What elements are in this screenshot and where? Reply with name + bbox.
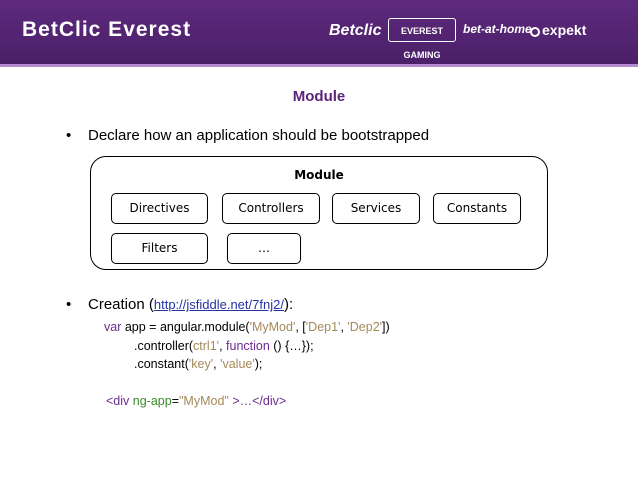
bullet-creation-prefix: Creation ( [88, 296, 154, 313]
code-text: () {…}); [269, 339, 314, 353]
chip-directives: Directives [111, 193, 208, 224]
slide-header: BetClic Everest Betclic EVEREST GAMING b… [0, 0, 638, 64]
code-text: .controller( [134, 339, 194, 353]
chip-controllers: Controllers [222, 193, 320, 224]
module-diagram-label: Module [294, 168, 344, 182]
module-diagram-box [90, 156, 548, 270]
code-tag: >…</div> [228, 394, 287, 408]
code-line-controller: .controller(ctrl1', function () {…}); [134, 339, 314, 353]
everest-gaming-logo: EVEREST GAMING [388, 18, 456, 60]
bet-at-home-logo: bet-at-home [463, 22, 532, 36]
code-line-module: var app = angular.module('MyMod', ['Dep1… [104, 320, 390, 334]
bullet-dot: • [66, 296, 72, 313]
chip-filters: Filters [111, 233, 208, 264]
code-string: 'value' [220, 357, 255, 371]
brand-title: BetClic Everest [22, 18, 192, 41]
code-keyword: var [104, 320, 122, 334]
code-text: .constant( [134, 357, 189, 371]
bullet-declare: • Declare how an application should be bo… [66, 127, 429, 144]
chip-services: Services [332, 193, 420, 224]
expekt-logo: expekt [530, 22, 586, 38]
code-text: , [ [295, 320, 306, 334]
bullet-dot: • [66, 127, 72, 144]
bullet-declare-text: Declare how an application should be boo… [88, 127, 430, 144]
jsfiddle-link[interactable]: http://jsfiddle.net/7fnj2/ [153, 297, 284, 312]
header-divider [0, 64, 638, 67]
chip-constants: Constants [433, 193, 521, 224]
code-text: ); [254, 357, 263, 371]
code-string: "MyMod" [179, 394, 229, 408]
code-text: ]) [382, 320, 390, 334]
bullet-creation: • Creation (http://jsfiddle.net/7fnj2/): [66, 296, 293, 313]
betclic-logo: Betclic [329, 22, 382, 39]
code-text: , [219, 339, 227, 353]
expekt-logo-text: expekt [542, 22, 587, 38]
code-text: app = angular.module( [121, 320, 250, 334]
code-string: 'Dep1' [305, 320, 341, 334]
code-text: = [171, 394, 179, 408]
code-keyword: function [226, 339, 270, 353]
chip-more: … [227, 233, 301, 264]
code-attribute: ng-app [129, 394, 172, 408]
code-string: 'key' [188, 357, 214, 371]
code-string: 'MyMod' [249, 320, 296, 334]
slide-title: Module [292, 88, 346, 105]
code-line-html: <div ng-app="MyMod" >…</div> [106, 394, 286, 408]
code-string: ctrl1' [193, 339, 220, 353]
bullet-creation-suffix: ): [283, 296, 294, 313]
code-string: 'Dep2' [347, 320, 383, 334]
code-text: , [340, 320, 348, 334]
code-line-constant: .constant('key', 'value'); [134, 357, 262, 371]
expekt-mark-icon [530, 27, 540, 37]
code-tag: <div [106, 394, 130, 408]
code-text: , [213, 357, 221, 371]
